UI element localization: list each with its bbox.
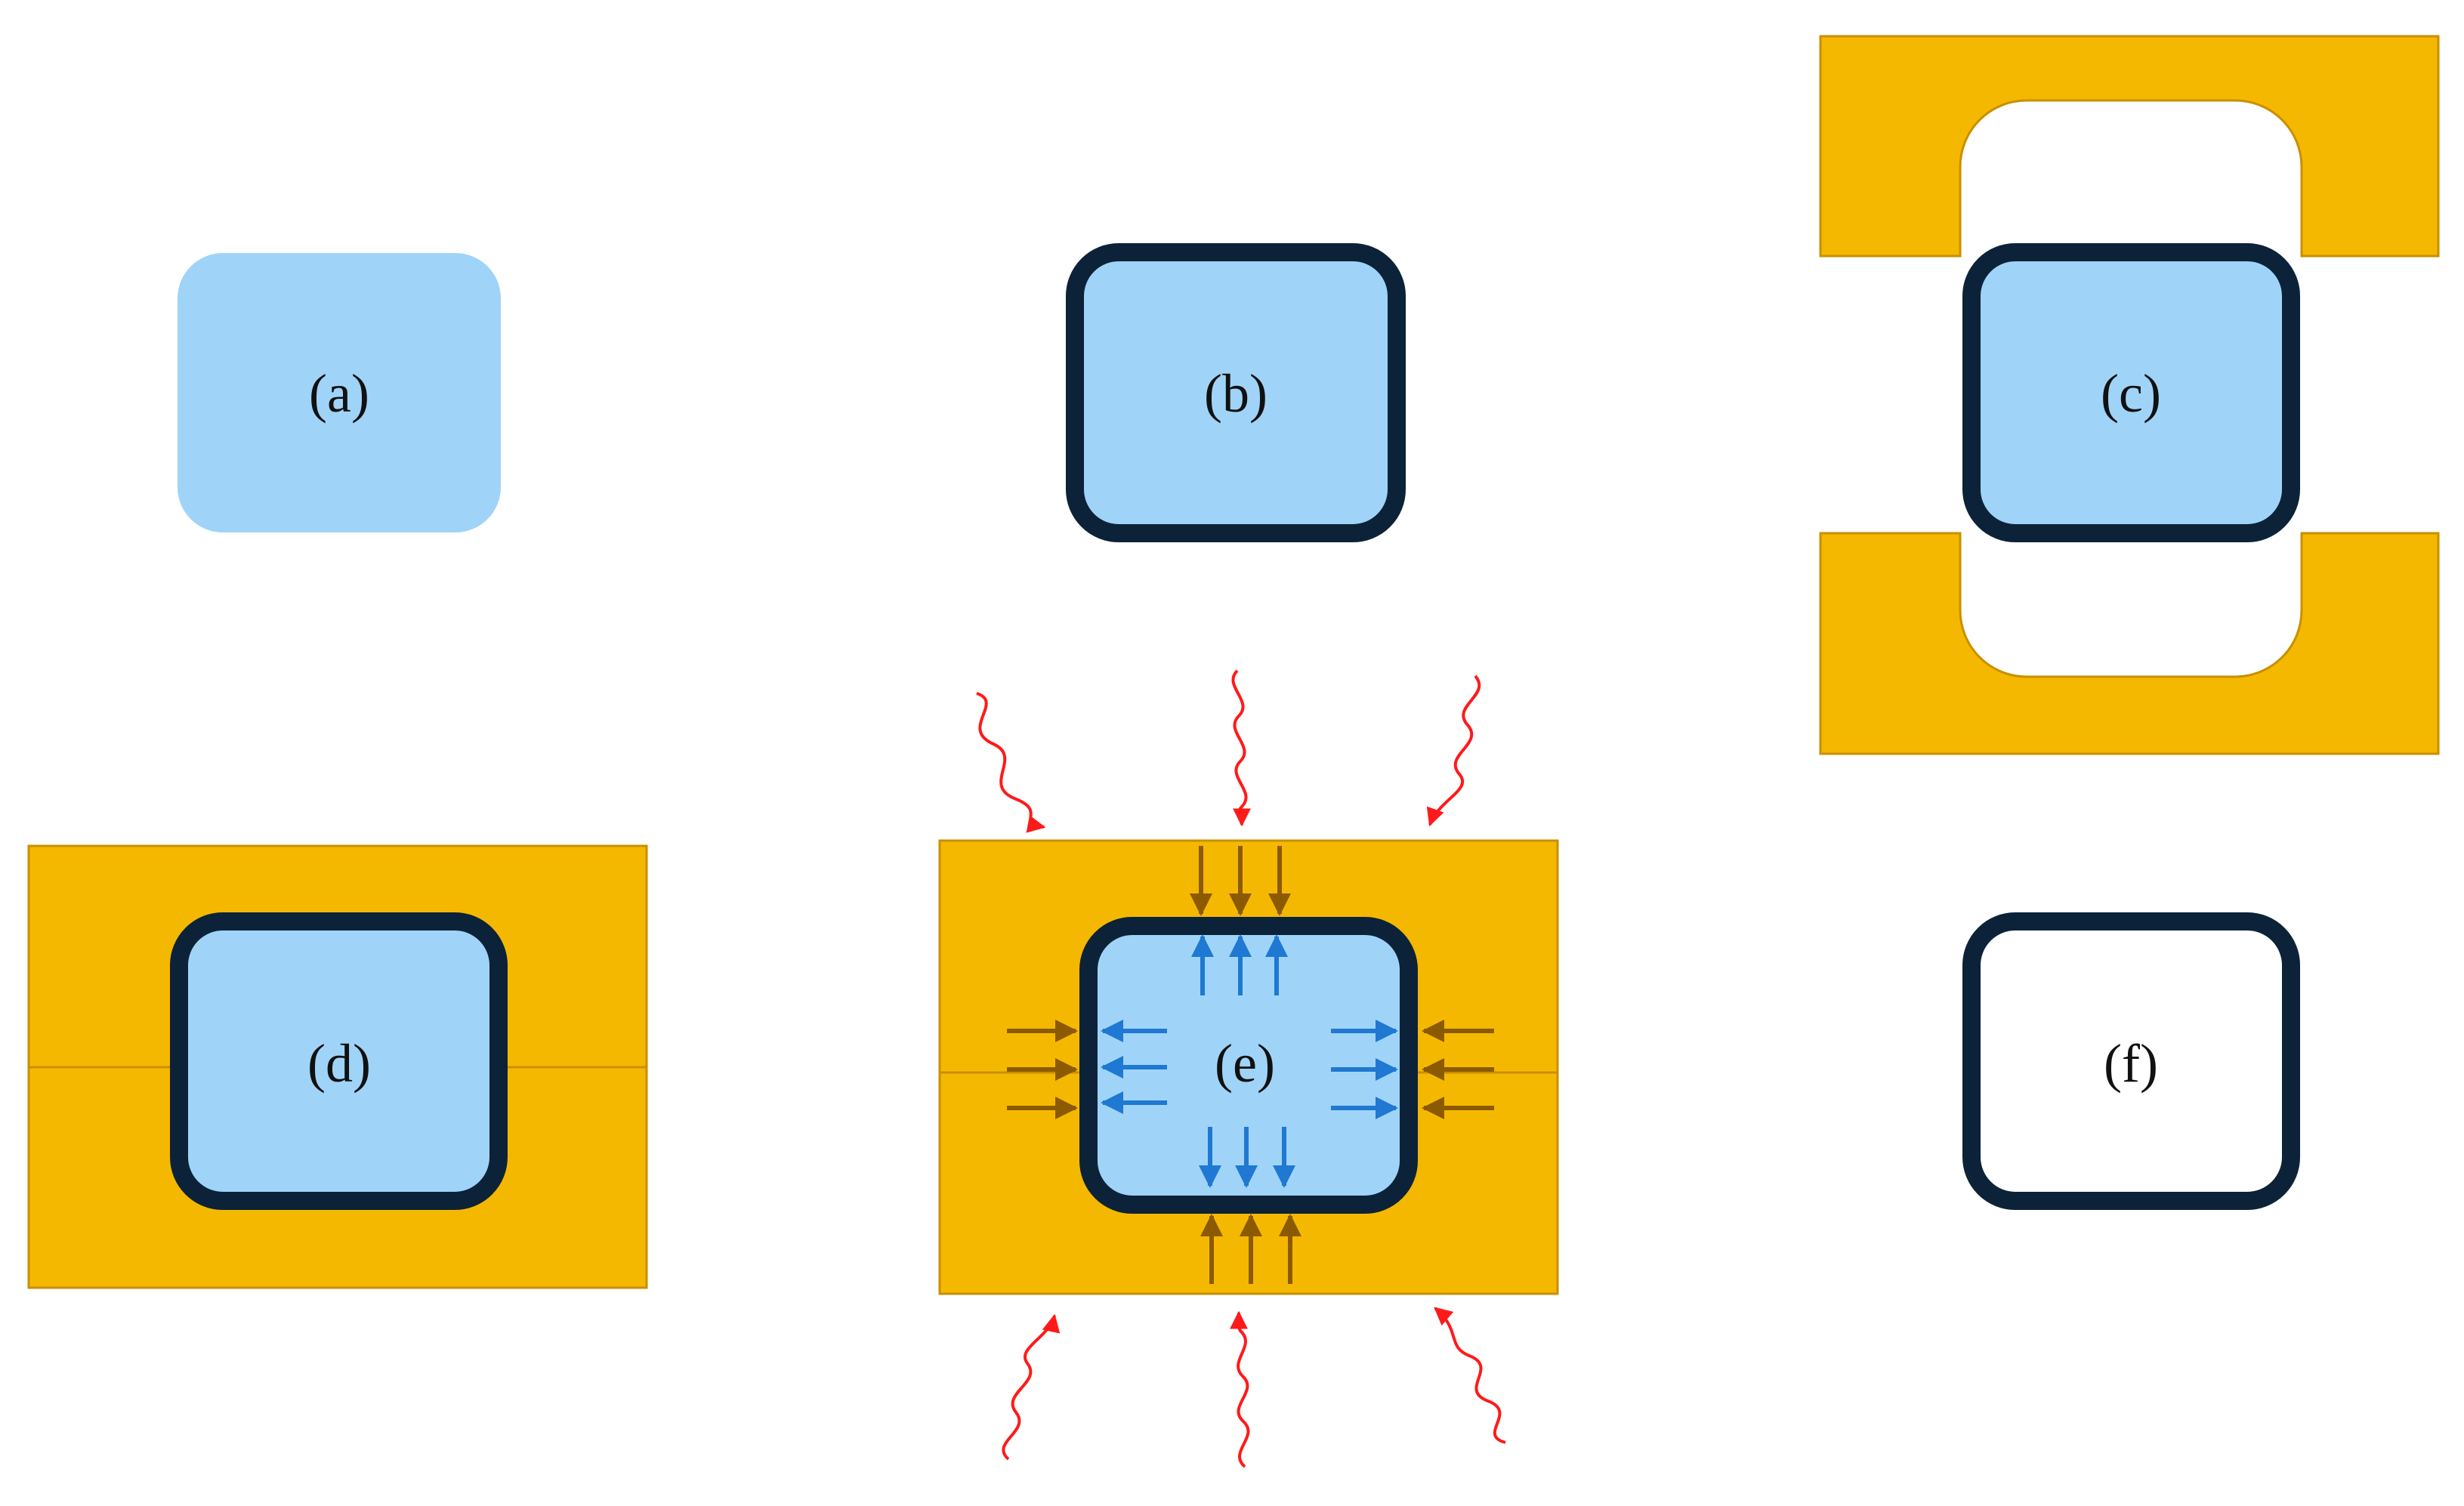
upper-mold-half [1819,35,2440,258]
panel-f: (f) [1962,912,2300,1210]
mold-force-arrows [1007,846,1494,1284]
panel-label: (b) [1204,363,1268,424]
panel-label: (a) [309,363,369,424]
panel-a: (a) [178,253,501,532]
panel-d: (d) [27,844,648,1289]
encapsulated-fluid [1066,243,1406,542]
internal-pressure-arrows [1101,934,1398,1188]
fluid-core [178,253,501,532]
heat-arrow [1426,674,1481,827]
panel-label: (f) [2104,1033,2158,1094]
panel-label: (d) [307,1033,371,1094]
heat-arrow [1229,1310,1250,1468]
panel-b: (b) [1066,243,1406,542]
panel-e: (e) [938,669,1559,1468]
heat-arrow [1002,1313,1061,1461]
panel-c: (c) [1819,35,2440,755]
lower-mold-half [1819,532,2440,755]
encapsulated-fluid [1079,917,1418,1214]
heat-arrow [1231,669,1251,827]
heat-arrows [976,669,1506,1468]
hollow-shell [1962,912,2300,1210]
panel-label: (c) [2101,363,2161,424]
encapsulated-fluid [1962,243,2300,542]
heat-arrow [976,692,1046,833]
encapsulated-fluid [170,912,508,1210]
heat-arrow [1434,1307,1506,1444]
panel-label: (e) [1215,1033,1275,1094]
